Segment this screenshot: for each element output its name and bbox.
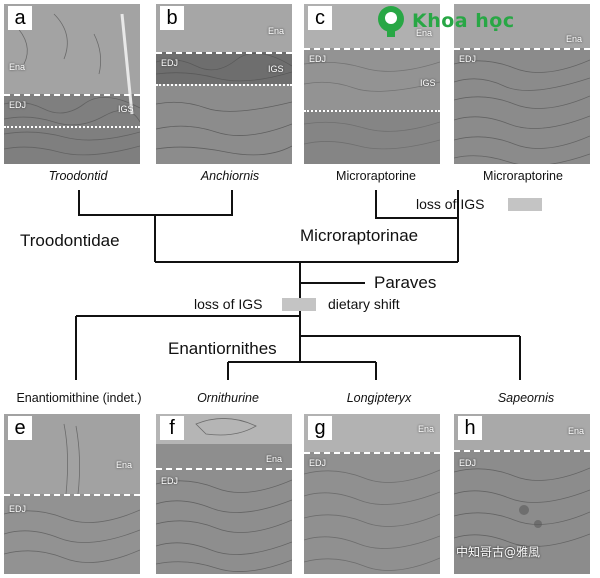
edj-label: EDJ [161, 58, 179, 68]
igs-label: IGS [118, 104, 134, 114]
igs-label: IGS [420, 78, 436, 88]
ena-label: Ena [266, 454, 283, 464]
panel-c: c Ena EDJ IGS [304, 4, 440, 164]
panel-g: g Ena EDJ [304, 414, 440, 574]
clade-microraptorinae: Microraptorinae [300, 226, 419, 245]
panel-letter: f [160, 416, 184, 440]
edj-label: EDJ [161, 476, 179, 486]
panel-e: e Ena EDJ [4, 414, 140, 574]
panel-h: h Ena EDJ [454, 414, 590, 574]
clade-paraves: Paraves [374, 273, 437, 292]
enamel-boundary-line [304, 452, 440, 454]
wechat-watermark: 中知哥古@雅風 [456, 545, 541, 559]
ena-label: Ena [568, 426, 585, 436]
taxon-microraptorine-d: Microraptorine [483, 169, 563, 183]
igs-boundary-line [4, 126, 140, 128]
taxon-anchiornis: Anchiornis [200, 169, 260, 183]
enamel-boundary-line [4, 94, 140, 96]
loss-igs-indicator-upper [508, 198, 542, 211]
ena-label: Ena [9, 62, 26, 72]
note-dietary-shift: dietary shift [328, 296, 400, 312]
ena-label: Ena [268, 26, 285, 36]
taxon-enantiomithine: Enantiomithine (indet.) [16, 391, 142, 405]
panel-b: b Ena EDJ IGS [156, 4, 292, 164]
taxon-sapeornis: Sapeornis [497, 391, 555, 405]
clade-enantiornithes: Enantiornithes [168, 339, 277, 358]
enamel-boundary-line [454, 48, 590, 50]
taxon-ornithurine: Ornithurine [197, 391, 259, 405]
note-loss-igs-upper: loss of IGS [416, 196, 485, 212]
enamel-boundary-line [156, 468, 292, 470]
igs-boundary-line [156, 84, 292, 86]
igs-boundary-line [304, 110, 440, 112]
edj-label: EDJ [9, 100, 27, 110]
panel-letter: g [308, 416, 332, 440]
panel-letter: a [8, 6, 32, 30]
micrograph-texture [454, 4, 590, 164]
micrograph-texture [304, 4, 440, 164]
logo-text: Khoa học [412, 10, 515, 32]
panel-letter: c [308, 6, 332, 30]
panel-letter: b [160, 6, 184, 30]
loss-igs-indicator-lower [282, 298, 316, 311]
taxon-troodontid: Troodontid [48, 169, 108, 183]
panel-a: a Ena EDJ IGS [4, 4, 140, 164]
micrograph-texture [4, 4, 140, 164]
enamel-boundary-line [4, 494, 140, 496]
note-loss-igs-lower: loss of IGS [194, 296, 263, 312]
ena-label: Ena [418, 424, 435, 434]
taxon-longipteryx: Longipteryx [346, 391, 412, 405]
igs-label: IGS [268, 64, 284, 74]
panel-d: Ena EDJ [454, 4, 590, 164]
edj-label: EDJ [459, 54, 477, 64]
lightbulb-icon [378, 6, 404, 37]
enamel-boundary-line [454, 450, 590, 452]
panel-f: f Ena EDJ [156, 414, 292, 574]
khoahoc-logo: Khoa học [372, 4, 598, 40]
clade-troodontidae: Troodontidae [20, 231, 120, 250]
enamel-boundary-line [156, 52, 292, 54]
edj-label: EDJ [309, 458, 327, 468]
edj-label: EDJ [309, 54, 327, 64]
edj-label: EDJ [9, 504, 27, 514]
edj-label: EDJ [459, 458, 477, 468]
ena-label: Ena [416, 28, 433, 38]
panel-letter: e [8, 416, 32, 440]
taxon-microraptorine-c: Microraptorine [336, 169, 416, 183]
panel-letter: h [458, 416, 482, 440]
ena-label: Ena [566, 34, 583, 44]
ena-label: Ena [116, 460, 133, 470]
enamel-boundary-line [304, 48, 440, 50]
